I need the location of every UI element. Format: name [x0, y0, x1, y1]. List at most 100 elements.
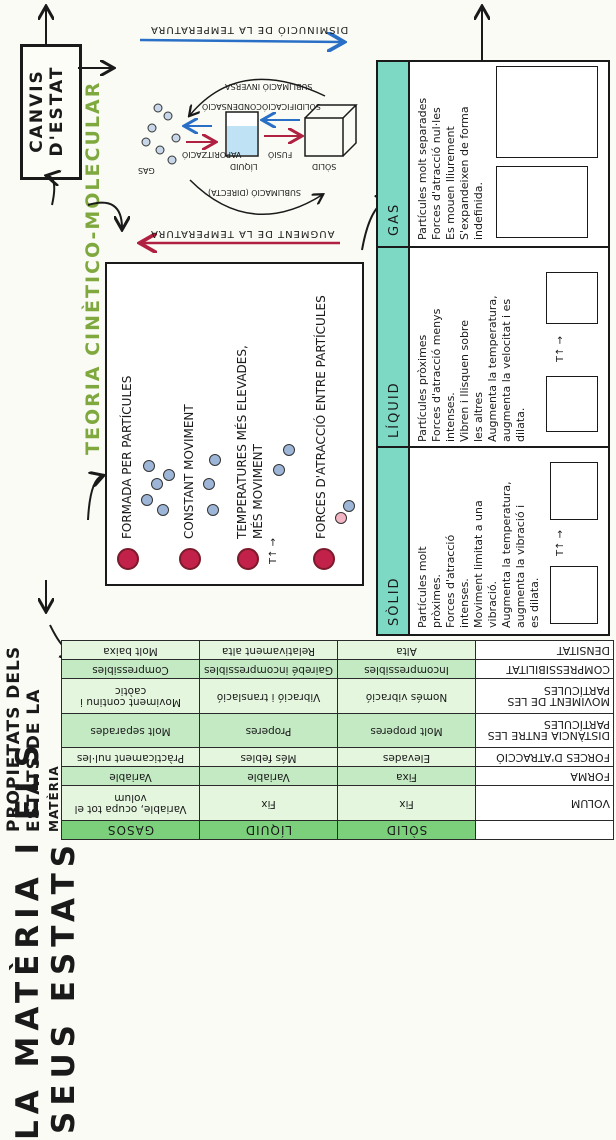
particle — [163, 469, 175, 481]
solid-particles-box — [550, 462, 598, 520]
table-cell: Només vibració — [337, 679, 476, 714]
liquid-bullet-1: Partícules pròximes — [416, 334, 429, 442]
label-sub-inversa: SUBLIMACIÓ INVERSA — [225, 82, 313, 91]
liquid-particles-box — [546, 272, 598, 324]
particle — [283, 444, 295, 456]
connector-arrows — [0, 0, 616, 848]
liquid-bullet-8: dilata. — [514, 407, 527, 442]
liquid-bullet-4: Vibren i llisquen sobre — [458, 320, 471, 442]
liquid-bullet-5: les altres — [472, 392, 485, 442]
liquid-header: LÍQUID — [378, 248, 408, 448]
table-cell: Incompressibles — [337, 659, 476, 679]
liquid-particles-box-2 — [546, 376, 598, 432]
table-cell: Moviment continu i caòtic — [61, 679, 200, 714]
liquid-temp: T↑ → — [555, 335, 566, 362]
particle — [157, 504, 169, 516]
arrow-sub-directa — [189, 179, 322, 215]
particle — [209, 454, 221, 466]
solid-bullet-7: Augmenta la temperatura, — [500, 481, 513, 628]
table-cell: Fixa — [337, 766, 476, 786]
solid-bullet-9: es dilata. — [528, 577, 541, 628]
particle — [141, 494, 153, 506]
gas-bullet-3: Es mouen lliurement — [444, 126, 457, 240]
label-vaporitzacio: VAPORITZACIÓ — [182, 150, 242, 159]
row-header-cell: FORCES D'ATRACCIÓ — [475, 747, 614, 767]
liquid-bullet-7: augmenta la velocitat i es — [500, 298, 513, 442]
table-cell: Variable, ocupa tot el volum — [61, 786, 200, 821]
row-header-cell: VOLUM — [475, 786, 614, 821]
teoria-temp-label: T↑ → — [268, 537, 279, 564]
label-solidificacio: SOLIDIFICACIÓ — [262, 102, 321, 111]
label-fusio: FUSIÓ — [268, 150, 293, 159]
bullet-dot — [179, 548, 201, 570]
arrow-subtitle-teoria — [87, 476, 102, 521]
table-cell: Molt separades — [61, 713, 200, 748]
liquid-bullet-2: Forces d'atracció menys — [430, 308, 443, 442]
particle — [335, 512, 347, 524]
teoria-point-4: FORCES D'ATRACCIÓ ENTRE PARTÍCULES — [314, 295, 328, 539]
liquid-beaker-icon — [225, 111, 259, 157]
table-cell: Més febles — [199, 747, 338, 767]
table-cell: Fix — [337, 786, 476, 821]
arrow-temp-down — [139, 40, 342, 42]
label-condensacio: CONDENSACIÓ — [202, 102, 262, 111]
bullet-dot — [117, 548, 139, 570]
row-header-cell: MOVIMENT DE LES PARTÍCULES — [475, 679, 614, 714]
liquid-bullet-3: intenses. — [444, 392, 457, 442]
solid-bullet-2: pròximes. — [430, 574, 443, 628]
label-solid: SÒLID — [312, 162, 337, 171]
particle — [151, 478, 163, 490]
liquid-bullet-6: Augmenta la temperatura, — [486, 295, 499, 442]
label-sub-directa: SUBLIMACIÓ (DIRECTA) — [208, 188, 301, 197]
gas-bullet-1: Partícules molt separades — [416, 97, 429, 240]
table-header-cell — [475, 820, 614, 840]
solid-particles-box-2 — [550, 566, 598, 624]
bullet-dot — [237, 548, 259, 570]
table-cell: Gairebé incompressibles — [199, 659, 338, 679]
table-cell: Relativament alta — [199, 640, 338, 660]
particle — [343, 500, 355, 512]
solid-bullet-3: Forces d'atracció — [444, 534, 457, 628]
label-liquid: LÍQUID — [230, 162, 258, 171]
bullet-dot — [313, 548, 335, 570]
solid-bullet-8: augmenta la vibració i — [514, 504, 527, 628]
row-header-cell: FORMA — [475, 766, 614, 786]
gas-particles-icon — [141, 103, 181, 165]
label-temp-up: AUGMENT DE LA TEMPERATURA — [150, 228, 335, 239]
table-cell: Molt baixa — [61, 640, 200, 660]
solid-bullet-6: vibració. — [486, 581, 499, 628]
table-cell: Compressibles — [61, 659, 200, 679]
label-gas: GAS — [138, 166, 155, 175]
particle — [203, 478, 215, 490]
table-cell: Properes — [199, 713, 338, 748]
gas-header: GAS — [378, 62, 408, 248]
arrow-title-canvis — [48, 176, 54, 206]
states-table: GAS LÍQUID SÒLID Partícules molt separad… — [376, 60, 610, 636]
table-cell: Fix — [199, 786, 338, 821]
table-cell: Molt properes — [337, 713, 476, 748]
solid-temp: T↑ → — [555, 529, 566, 556]
solid-bullet-4: intenses. — [458, 578, 471, 628]
row-header-cell: DISTÀNCIA ENTRE LES PARTÍCULES — [475, 713, 614, 748]
teoria-point-3b: MÉS MOVIMENT — [251, 444, 265, 539]
gas-particles-box — [496, 166, 588, 238]
row-header-cell: COMPRESSIBILITAT — [475, 659, 614, 679]
arrow-subtitle-canvis — [87, 201, 122, 228]
gas-bullet-5: indefinida. — [472, 182, 485, 240]
table-header-cell: SÒLID — [337, 820, 476, 840]
gas-particles-box-2 — [496, 66, 598, 158]
gas-bullet-4: S'expandeixen de forma — [458, 106, 471, 240]
table-cell: Variable — [199, 766, 338, 786]
particle — [207, 504, 219, 516]
teoria-point-3: TEMPERATURES MÉS ELEVADES, — [235, 345, 249, 539]
table-cell: Vibració i translació — [199, 679, 338, 714]
table-header-cell: GASOS — [61, 820, 200, 840]
solid-bullet-1: Partícules molt — [416, 546, 429, 628]
